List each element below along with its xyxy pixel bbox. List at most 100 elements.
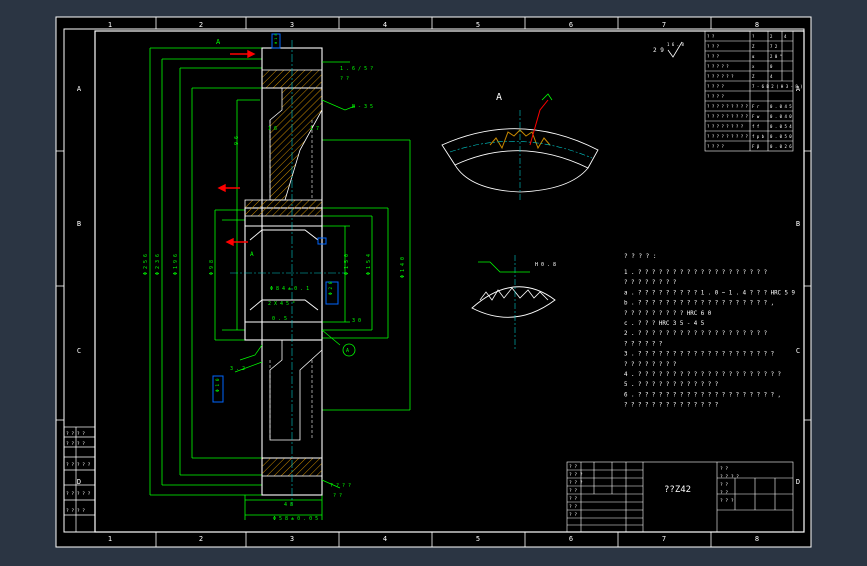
column-number: 6 xyxy=(569,21,573,29)
param-label: ? ? ? xyxy=(707,44,720,49)
param-extra: 4 xyxy=(784,34,787,39)
column-number: 7 xyxy=(662,21,666,29)
param-symbol: 7 - 6 B 2 ( H 3 - 8 ) xyxy=(752,84,803,89)
column-number: 5 xyxy=(476,535,480,543)
note-b35: B - 3 5 xyxy=(352,104,373,110)
left-strip xyxy=(63,426,96,533)
param-value: 0 . 0 5 4 xyxy=(770,124,792,129)
param-label: ? ? ? ? ? ? ? ? ? xyxy=(707,114,749,119)
param-symbol: ? xyxy=(752,34,755,39)
param-symbol: x xyxy=(752,64,755,69)
tech-note-line: ? ? ? ? ? ? ? ? ? ? ? ? ? ? xyxy=(624,403,718,409)
row-letters-left: A B C D xyxy=(77,85,82,486)
title-cell: ? ? xyxy=(720,490,728,496)
row-letter: B xyxy=(77,220,81,228)
column-number: 8 xyxy=(755,21,759,29)
row-letter: C xyxy=(77,347,81,355)
tech-note-line: b . ? ? ? ? ? ? ? ? ? ? ? ? ? ? ? ? ? ? … xyxy=(624,301,774,307)
title-cell: ? ? xyxy=(720,466,728,472)
title-block-right-cells: ? ?? ? ? ?? ?? ?? ? ? xyxy=(720,466,739,504)
note-05: 0 . 5 xyxy=(272,316,287,322)
left-strip-cell-2: ? ? ? ? xyxy=(66,441,85,447)
technical-notes-lines: 1 . ? ? ? ? ? ? ? ? ? ? ? ? ? ? ? ? ? ? … xyxy=(624,270,796,409)
tech-note-line: 4 . ? ? ? ? ? ? ? ? ? ? ? ? ? ? ? ? ? ? … xyxy=(624,372,781,378)
tech-note-line: 5 . ? ? ? ? ? ? ? ? ? ? ? ? xyxy=(624,382,718,388)
column-number: 2 xyxy=(199,535,203,543)
tech-note-line: 3 . ? ? ? ? ? ? ? ? ? ? ? ? ? ? ? ? ? ? … xyxy=(624,352,774,358)
blue-tag-1: Φ 2 0 xyxy=(328,281,334,295)
column-number: 1 xyxy=(108,535,112,543)
tech-note-line: 2 . ? ? ? ? ? ? ? ? ? ? ? ? ? ? ? ? ? ? … xyxy=(624,331,767,337)
param-label: ? ? ? ? ? ? ? ? xyxy=(707,124,744,129)
param-symbol: F β xyxy=(752,144,760,149)
dim-bore-98: Φ 9 8 xyxy=(209,260,215,275)
note-17: 1 7 xyxy=(310,126,319,132)
param-label: ? ? ? ? ? xyxy=(707,64,729,69)
title-cell: ? ? xyxy=(569,488,577,494)
paper-sheet xyxy=(55,16,812,548)
tech-note-line: 6 . ? ? ? ? ? ? ? ? ? ? ? ? ? ? ? ? ? ? … xyxy=(624,392,781,398)
row-letter: A xyxy=(77,85,82,93)
row-letter: D xyxy=(77,478,81,486)
title-cell: ? ? ? xyxy=(569,472,583,478)
row-letter: C xyxy=(796,347,800,355)
title-cell: ? ? xyxy=(569,512,577,518)
param-symbol: Z xyxy=(752,44,755,49)
param-label: ? ? ? ? ? ? ? ? ? xyxy=(707,104,749,109)
column-number: 1 xyxy=(108,21,112,29)
roughness-text: 2 9 xyxy=(653,47,664,54)
zone-ticks xyxy=(56,17,811,547)
row-letter: D xyxy=(796,478,800,486)
param-symbol: α xyxy=(752,54,755,59)
dim-right-150: Φ 1 5 0 xyxy=(344,254,350,275)
param-value: 4 xyxy=(770,74,773,79)
dim-right-154: Φ 1 5 4 xyxy=(366,254,372,275)
param-symbol: Z xyxy=(752,74,755,79)
param-label: ? ? ? ? ? ? xyxy=(707,74,734,79)
param-value: 2 xyxy=(770,34,773,39)
blue-tag-2: Φ 1 0 xyxy=(215,378,221,392)
note-chamfer: 1 . 6 / 5 ? xyxy=(340,66,373,72)
note-qq: ? ? xyxy=(340,76,349,82)
tech-notes-title: ? ? ? ? : xyxy=(624,253,657,260)
param-symbol: f p b xyxy=(752,134,765,139)
title-cell: ? ? xyxy=(569,464,577,470)
note-16: 1 6 xyxy=(268,126,277,132)
param-label: ? ? ? ? xyxy=(707,84,724,89)
detail-circle-a xyxy=(342,343,356,357)
title-cell: ? ? xyxy=(720,482,728,488)
column-number: 4 xyxy=(383,21,387,29)
param-value: 0 xyxy=(770,64,773,69)
tech-note-line: 1 . ? ? ? ? ? ? ? ? ? ? ? ? ? ? ? ? ? ? … xyxy=(624,270,767,276)
note-2x45: 2 X 4 5 ° xyxy=(268,301,295,307)
column-number: 4 xyxy=(383,535,387,543)
roughness-symbol: 2 9 1 6 . 8 xyxy=(653,41,684,58)
dim-small-96: 9 6 xyxy=(234,136,240,145)
title-cell: ? ? ? ? xyxy=(720,474,739,480)
tech-note-line: ? ? ? ? ? ? ? ? xyxy=(624,362,676,368)
row-letter: A xyxy=(796,85,801,93)
title-block xyxy=(566,461,794,533)
row-letter: B xyxy=(796,220,800,228)
title-cell: ? ? xyxy=(569,504,577,510)
left-strip-cell-3: ? ? ? ? ? xyxy=(66,462,91,468)
column-number: 3 xyxy=(290,535,294,543)
tech-note-line: ? ? ? ? ? ? ? ? xyxy=(624,280,676,286)
left-strip-cell-4: ? ? ? ? ? xyxy=(66,491,91,497)
param-label: ? ? ? ? ? ? ? ? ? xyxy=(707,134,749,139)
param-value: 0 . 0 4 0 xyxy=(770,114,792,119)
view-a: A H 0 . 8 xyxy=(441,92,599,350)
section-label-top: A xyxy=(216,38,221,46)
circle-label-a: A xyxy=(346,348,349,354)
view-a-label: A xyxy=(496,92,502,103)
tech-note-line: ? ? ? ? ? ? ? ? ? HRC 6 0 xyxy=(624,311,712,317)
inner-frame xyxy=(94,30,805,533)
note-right-bottom: ? ? ? ? xyxy=(330,483,351,489)
param-label: ? ? ? xyxy=(707,54,720,59)
param-symbol: F r xyxy=(752,104,760,109)
dim-gear-inner-140: Φ 1 4 0 xyxy=(400,257,406,278)
note-32: 3 . 2 xyxy=(230,366,245,372)
